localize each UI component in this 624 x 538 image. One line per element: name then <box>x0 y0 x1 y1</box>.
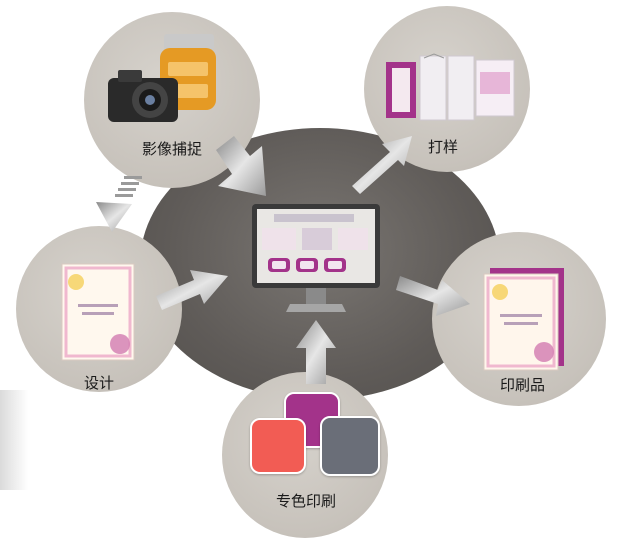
arrow-monitor-to-proofing <box>352 136 412 194</box>
label-proofing: 打样 <box>428 138 459 156</box>
monitor-icon <box>252 204 380 312</box>
label-print-product: 印刷品 <box>500 376 546 394</box>
ink-swatch-slate <box>320 416 380 476</box>
proof-sheet-icon <box>386 53 515 121</box>
arrow-capture-to-monitor <box>216 136 266 196</box>
printed-product-icon <box>483 268 564 371</box>
arrow-monitor-to-print <box>396 276 470 316</box>
label-design: 设计 <box>84 374 115 392</box>
arrow-capture-to-design <box>96 176 142 232</box>
camera-icon <box>108 34 216 122</box>
design-page-icon <box>61 263 135 361</box>
label-spot-color: 专色印刷 <box>276 492 337 510</box>
ink-swatch-coral <box>250 418 306 474</box>
arrow-design-to-monitor <box>156 270 228 310</box>
arrow-spot-to-monitor <box>296 320 336 384</box>
label-image-capture: 影像捕捉 <box>142 140 203 158</box>
edge-shade <box>0 390 28 490</box>
